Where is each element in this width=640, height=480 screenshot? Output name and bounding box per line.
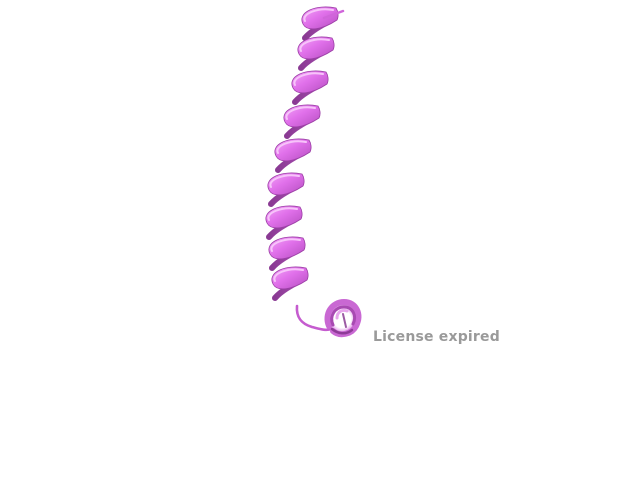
n-terminal-tail (322, 9, 345, 20)
helix-ribbon-highlight (269, 174, 300, 188)
helix-ribbon-highlight (303, 8, 334, 22)
helix-ribbon-highlight (299, 38, 330, 52)
helix-ribbon-highlight (273, 268, 304, 282)
helix-ribbon-highlight (270, 238, 301, 252)
helix-ribbon-highlight (267, 207, 298, 221)
helix-end-on-turn (324, 298, 362, 338)
license-watermark: License expired (373, 329, 500, 345)
helix-ribbon-highlight (276, 140, 307, 154)
helix-front-strands (265, 6, 339, 290)
helix-ribbon-highlight (285, 106, 316, 120)
coil-loop (295, 304, 333, 332)
helix-ribbon-highlight (293, 72, 324, 86)
